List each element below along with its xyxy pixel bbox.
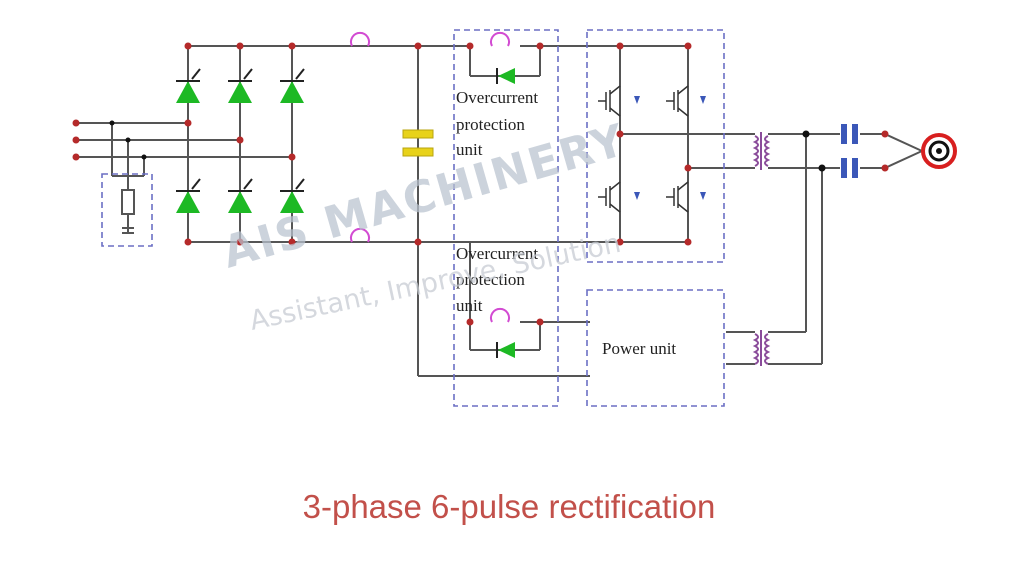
output-capacitors xyxy=(841,124,858,178)
circuit-diagram: Overcurrent protection unit Overcurrent … xyxy=(72,29,957,407)
circuit-svg: Overcurrent protection unit Overcurrent … xyxy=(72,29,957,407)
bottom-protection-diode xyxy=(496,342,515,358)
fuse-bottom-left xyxy=(350,227,370,243)
igbt-q4 xyxy=(666,181,706,213)
output-transformer xyxy=(752,132,771,170)
caption: 3-phase 6-pulse rectification xyxy=(302,488,716,525)
diode-lower-3 xyxy=(280,178,305,213)
igbt-q2 xyxy=(666,85,706,117)
junction-dots xyxy=(72,42,889,326)
snubber-resistor xyxy=(121,189,135,215)
fuse-bottom-unit xyxy=(490,307,510,323)
diode-upper-1 xyxy=(176,68,201,103)
top-protection-diode xyxy=(496,68,515,84)
igbt-switches xyxy=(598,85,706,213)
power-unit-transformer xyxy=(752,330,771,366)
bridge-diodes xyxy=(176,68,305,213)
fuse-top-left xyxy=(350,31,370,47)
power-unit-box xyxy=(586,289,725,407)
igbt-q3 xyxy=(598,181,640,213)
overcurrent-protection-box xyxy=(453,29,559,407)
igbt-bridge-box xyxy=(586,29,725,263)
fuse-top-unit xyxy=(490,31,510,47)
diode-upper-2 xyxy=(228,68,253,103)
overcurrent-bottom-label: Overcurrent protection unit xyxy=(456,244,542,315)
snubber-box xyxy=(101,173,153,247)
diode-upper-3 xyxy=(280,68,305,103)
igbt-q1 xyxy=(598,85,640,117)
output-terminal xyxy=(921,133,957,169)
power-unit-label: Power unit xyxy=(602,339,676,358)
diode-lower-1 xyxy=(176,178,201,213)
dc-link-capacitor xyxy=(402,129,434,157)
diode-lower-2 xyxy=(228,178,253,213)
overcurrent-top-label: Overcurrent protection unit xyxy=(456,88,542,159)
